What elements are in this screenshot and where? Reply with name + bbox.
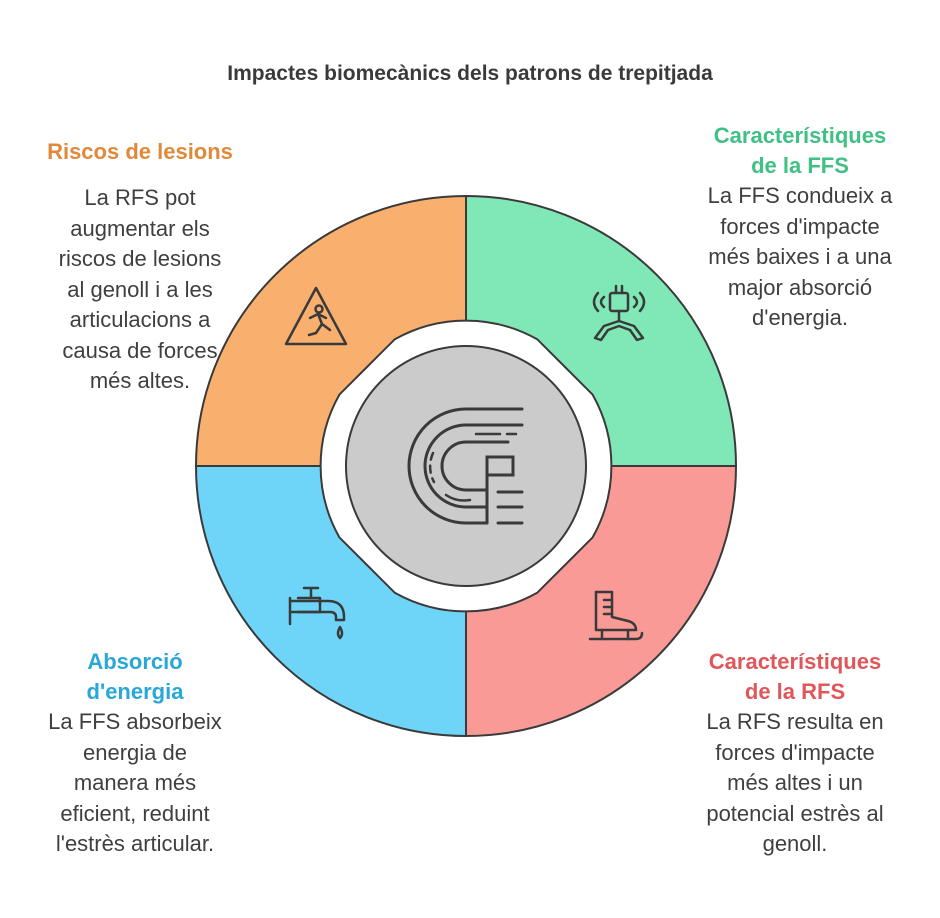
absorption-line: l'estrès articular. <box>55 831 215 856</box>
rfs-line: més altes i un <box>727 770 863 795</box>
risk-text: La RFS pot augmentar els riscos de lesio… <box>20 183 260 397</box>
absorption-text: La FFS absorbeix energia de manera més e… <box>20 707 250 860</box>
risk-line: La RFS pot <box>84 185 196 210</box>
absorption-line: La FFS absorbeix <box>48 709 222 734</box>
rfs-line: forces d'impacte <box>715 739 875 765</box>
ffs-line: forces d'impacte <box>720 213 880 239</box>
faucet-drop-icon <box>288 586 346 640</box>
absorption-line: manera més <box>73 770 197 795</box>
diagram-title: Impactes biomecànics dels patrons de tre… <box>227 62 713 85</box>
absorption-heading-line: Absorció <box>87 649 183 674</box>
risk-block: Riscos de lesions La RFS pot augmentar e… <box>20 137 260 397</box>
rfs-heading-line: Característiques <box>708 649 882 674</box>
absorption-heading: Absorció d'energia <box>20 647 250 707</box>
rfs-line: potencial estrès al <box>706 800 884 826</box>
ffs-heading-line: de la FFS <box>751 153 849 178</box>
risk-line: causa de forces <box>62 337 218 363</box>
warning-person-icon <box>284 286 348 346</box>
risk-line: riscos de lesions <box>58 246 222 271</box>
absorption-heading-line: d'energia <box>86 679 184 704</box>
ffs-heading-line: Característiques <box>713 123 887 148</box>
skate-boot-icon <box>588 590 644 641</box>
risk-line: augmentar els <box>70 215 210 241</box>
claw-absorber-icon <box>592 284 646 342</box>
absorption-line: energia de <box>83 739 187 765</box>
center-circle <box>345 345 587 587</box>
ffs-line: La FFS condueix a <box>707 183 893 208</box>
ffs-line: major absorció <box>727 274 873 300</box>
rfs-text: La RFS resulta en forces d'impacte més a… <box>680 707 910 860</box>
ffs-line: més baixes i a una <box>708 244 892 269</box>
risk-line: articulacions a <box>69 307 211 332</box>
track-icon <box>407 407 524 525</box>
absorption-line: eficient, reduint <box>60 800 210 826</box>
risk-line: més altes. <box>89 368 191 393</box>
ffs-block: Característiques de la FFS La FFS condue… <box>680 121 920 334</box>
ffs-heading: Característiques de la FFS <box>680 121 920 181</box>
rfs-heading: Característiques de la RFS <box>680 647 910 707</box>
rfs-line: genoll. <box>762 831 828 856</box>
ffs-line: d'energia. <box>752 305 848 330</box>
rfs-block: Característiques de la RFS La RFS result… <box>680 647 910 860</box>
risk-line: al genoll i a les <box>67 276 213 302</box>
rfs-line: La RFS resulta en <box>706 709 884 734</box>
risk-heading: Riscos de lesions <box>47 139 233 164</box>
ffs-text: La FFS condueix a forces d'impacte més b… <box>680 181 920 334</box>
absorption-block: Absorció d'energia La FFS absorbeix ener… <box>20 647 250 860</box>
rfs-heading-line: de la RFS <box>744 679 846 704</box>
